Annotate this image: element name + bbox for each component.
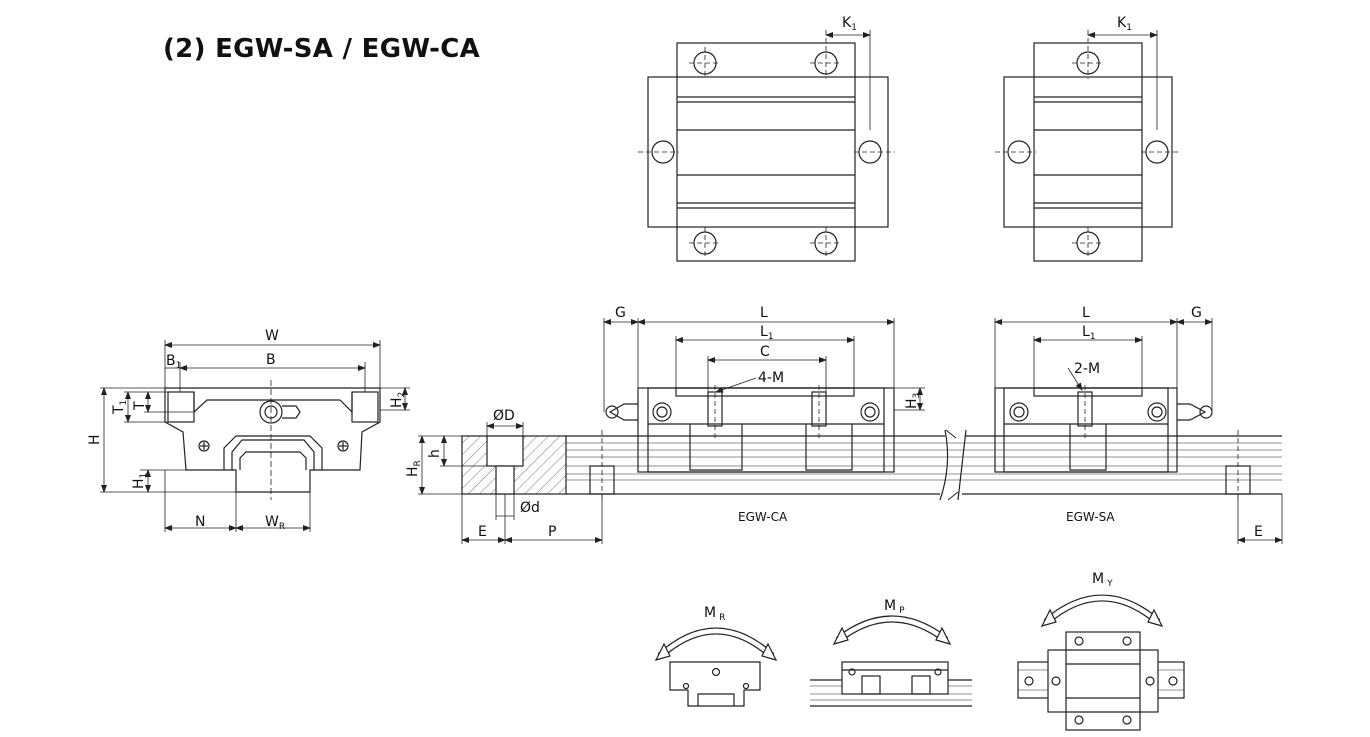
top-view-ca [638,30,895,262]
label-t: T [132,401,148,411]
label-b1: B1 [166,353,181,371]
label-h: H [87,434,103,445]
moment-mr-diagram [654,627,778,707]
side-view-block-sa [994,385,1213,473]
moment-mp-diagram [810,615,972,707]
label-od-large: ØD [493,408,515,424]
moment-my-diagram [1017,594,1185,731]
label-2m: 2-M [1074,361,1100,377]
label-l1-sa: L1 [1082,324,1096,342]
label-l-ca: L [760,305,768,321]
label-n: N [195,514,205,530]
label-g-ca: G [615,305,626,321]
caption-egw-ca: EGW-CA [738,510,788,524]
page-title: (2) EGW-SA / EGW-CA [163,34,481,64]
side-view-block-ca [605,385,895,473]
label-k1-sa: K1 [1117,15,1132,33]
label-e-left: E [478,524,487,540]
label-h3: H3 [904,393,922,409]
label-p: P [548,524,556,540]
label-e-right: E [1254,524,1263,540]
front-view [164,387,381,493]
label-l1-ca: L1 [760,324,774,342]
label-h-small: h [427,449,443,458]
label-hr: HR [405,460,423,477]
label-h1: H1 [131,473,149,489]
label-4m: 4-M [758,370,784,386]
label-w: W [265,328,279,344]
label-h2: H2 [389,392,407,408]
label-c: C [760,344,770,360]
label-g-sa: G [1191,305,1202,321]
side-view-dimensions [418,318,1283,544]
side-view-rail [461,429,1282,501]
label-od-small: Ød [520,500,540,516]
top-view-sa [995,30,1181,262]
front-view-dimensions [100,340,410,532]
label-k1-ca: K1 [842,15,857,33]
caption-egw-sa: EGW-SA [1066,510,1115,524]
label-wr: WR [265,514,285,532]
label-t1: T1 [111,400,129,415]
label-l-sa: L [1082,305,1090,321]
label-b: B [266,352,276,368]
